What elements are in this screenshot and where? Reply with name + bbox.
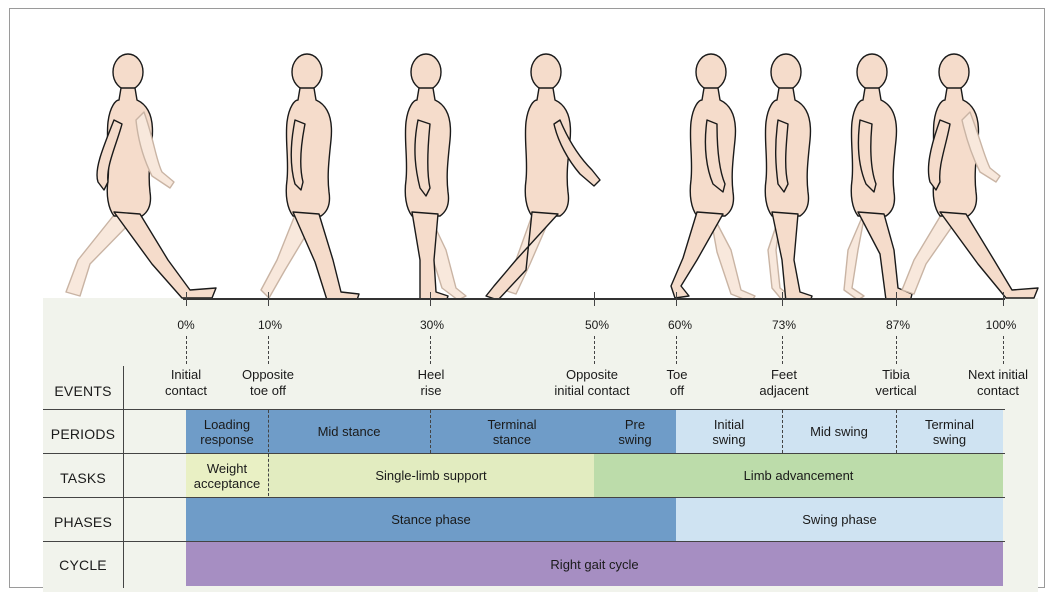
dash-0 — [186, 336, 187, 364]
figure-feet-adjacent — [765, 54, 812, 300]
tick-50 — [594, 292, 595, 306]
figure-tibia-vertical — [844, 54, 912, 300]
phase-swing: Swing phase — [676, 498, 1003, 541]
row-label-cycle: CYCLE — [43, 557, 123, 573]
period-dash — [896, 410, 897, 453]
period-mid-stance: Mid stance — [268, 410, 430, 453]
period-dash — [782, 410, 783, 453]
tick-30 — [430, 292, 431, 306]
tick-73 — [782, 292, 783, 306]
phase-stance: Stance phase — [186, 498, 676, 541]
tick-87 — [896, 292, 897, 306]
figure-opposite-toe-off — [261, 54, 359, 300]
figure-heel-rise — [405, 54, 466, 300]
dash-100 — [1003, 336, 1004, 364]
task-single-limb-support: Single-limb support — [268, 454, 594, 497]
figure-initial-contact — [66, 54, 216, 298]
period-dash — [268, 410, 269, 496]
pct-label: 87% — [886, 318, 910, 332]
row-label-events: EVENTS — [43, 383, 123, 399]
figure-next-initial-contact — [902, 54, 1038, 298]
dash-60 — [676, 336, 677, 364]
tick-0 — [186, 292, 187, 306]
period-mid-swing: Mid swing — [782, 410, 896, 453]
walking-figures — [0, 0, 1054, 300]
pct-label: 30% — [420, 318, 444, 332]
pct-label: 10% — [258, 318, 282, 332]
row-label-periods: PERIODS — [43, 426, 123, 442]
label-column-divider — [123, 366, 124, 588]
row-label-phases: PHASES — [43, 514, 123, 530]
pct-label: 50% — [585, 318, 609, 332]
pct-label: 0% — [177, 318, 194, 332]
tick-10 — [268, 292, 269, 306]
figure-opposite-initial-contact — [486, 54, 600, 300]
figure-toe-off — [671, 54, 755, 300]
cycle-right-gait: Right gait cycle — [186, 542, 1003, 586]
tick-60 — [676, 292, 677, 306]
row-label-tasks: TASKS — [43, 470, 123, 486]
tick-100 — [1003, 292, 1004, 306]
dash-10 — [268, 336, 269, 364]
pct-label: 60% — [668, 318, 692, 332]
dash-73 — [782, 336, 783, 364]
pct-label: 73% — [772, 318, 796, 332]
pct-label: 100% — [986, 318, 1017, 332]
dash-87 — [896, 336, 897, 364]
dash-30 — [430, 336, 431, 364]
period-dash — [430, 410, 431, 453]
dash-50 — [594, 336, 595, 364]
task-limb-advancement: Limb advancement — [594, 454, 1003, 497]
